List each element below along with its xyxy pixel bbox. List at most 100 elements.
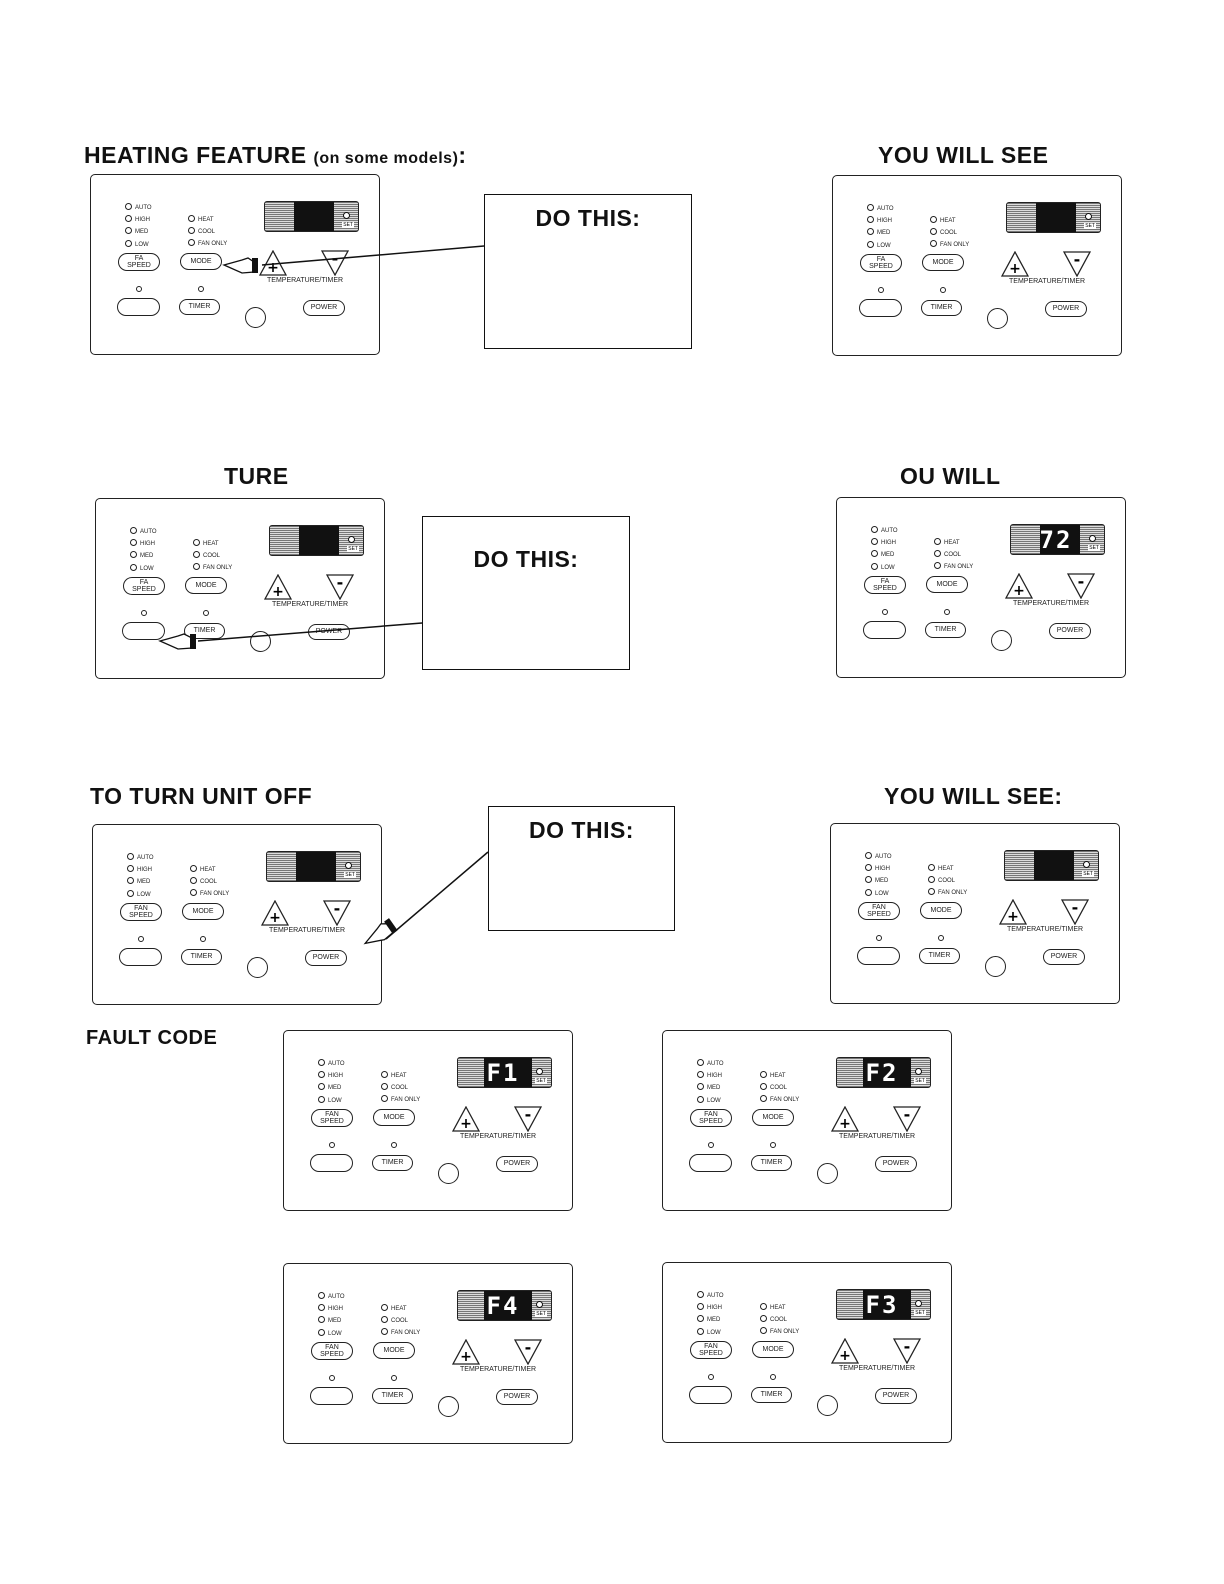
power-button[interactable]: POWER [1045, 301, 1087, 317]
round-button[interactable] [817, 1163, 838, 1184]
display-dark-area [1040, 525, 1080, 554]
round-button[interactable] [245, 307, 266, 328]
blank-button[interactable] [310, 1154, 353, 1172]
fan-speed-button[interactable]: FAN SPEED [690, 1109, 732, 1127]
blank-button[interactable] [689, 1154, 732, 1172]
fan-speed-button[interactable]: FA SPEED [864, 576, 906, 594]
timer-button[interactable]: TIMER [179, 299, 220, 315]
timer-button[interactable]: TIMER [184, 623, 225, 639]
round-button[interactable] [991, 630, 1012, 651]
power-button[interactable]: POWER [308, 624, 350, 640]
mode-button[interactable]: MODE [926, 576, 968, 593]
mode-button[interactable]: MODE [182, 903, 224, 920]
timer-button[interactable]: TIMER [925, 622, 966, 638]
power-button[interactable]: POWER [496, 1389, 538, 1405]
round-button[interactable] [985, 956, 1006, 977]
temp-down-button[interactable]: - [893, 1338, 921, 1364]
timer-button[interactable]: TIMER [751, 1155, 792, 1171]
heading-you-will-see-1: YOU WILL SEE [878, 142, 1049, 168]
power-label: POWER [312, 954, 340, 962]
timer-indicator-dot [944, 609, 950, 615]
mode-label: MODE [192, 907, 214, 915]
display-screen: SET [264, 201, 359, 232]
mode-button[interactable]: MODE [752, 1341, 794, 1358]
fan-speed-button[interactable]: FAN SPEED [311, 1109, 353, 1127]
temp-up-button[interactable]: + [452, 1339, 480, 1365]
blank-button[interactable] [122, 622, 165, 640]
blank-button[interactable] [859, 299, 902, 317]
timer-button[interactable]: TIMER [751, 1387, 792, 1403]
mode-button[interactable]: MODE [373, 1109, 415, 1126]
temp-down-button[interactable]: - [1067, 573, 1095, 599]
power-button[interactable]: POWER [303, 300, 345, 316]
timer-button[interactable]: TIMER [372, 1388, 413, 1404]
temp-up-button[interactable]: + [831, 1338, 859, 1364]
blank-button[interactable] [310, 1387, 353, 1405]
power-button[interactable]: POWER [875, 1388, 917, 1404]
led-heat: HEAT [381, 1304, 407, 1313]
fan-speed-button[interactable]: FAN SPEED [120, 903, 162, 921]
fan-speed-button[interactable]: FAN SPEED [311, 1342, 353, 1360]
mode-button[interactable]: MODE [920, 902, 962, 919]
temp-up-button-symbol: + [460, 1116, 472, 1132]
temp-down-button[interactable]: - [893, 1106, 921, 1132]
display-digits: F1 [486, 1059, 520, 1087]
temp-down-button[interactable]: - [1063, 251, 1091, 277]
power-button[interactable]: POWER [1049, 623, 1091, 639]
round-button[interactable] [438, 1396, 459, 1417]
round-button[interactable] [438, 1163, 459, 1184]
round-button[interactable] [250, 631, 271, 652]
power-button[interactable]: POWER [305, 950, 347, 966]
mode-button[interactable]: MODE [922, 254, 964, 271]
temp-up-button[interactable]: + [999, 899, 1027, 925]
power-button[interactable]: POWER [875, 1156, 917, 1172]
temp-up-button[interactable]: + [259, 250, 287, 276]
power-button[interactable]: POWER [496, 1156, 538, 1172]
display-dark-area [299, 526, 339, 555]
temp-down-button-shape [514, 1106, 542, 1132]
power-button[interactable]: POWER [1043, 949, 1085, 965]
display-digits [282, 202, 338, 231]
blank-button[interactable] [857, 947, 900, 965]
fan-speed-button[interactable]: FA SPEED [123, 577, 165, 595]
temp-up-button-shape [261, 900, 289, 926]
led-heat: HEAT [930, 216, 956, 225]
mode-button[interactable]: MODE [185, 577, 227, 594]
fan-speed-button[interactable]: FA SPEED [118, 253, 160, 271]
timer-button[interactable]: TIMER [181, 949, 222, 965]
temp-down-button[interactable]: - [321, 250, 349, 276]
mode-button[interactable]: MODE [373, 1342, 415, 1359]
temp-up-button-shape [1005, 573, 1033, 599]
round-button[interactable] [817, 1395, 838, 1416]
temp-down-button[interactable]: - [514, 1106, 542, 1132]
mode-button[interactable]: MODE [752, 1109, 794, 1126]
round-button[interactable] [247, 957, 268, 978]
temp-up-button[interactable]: + [452, 1106, 480, 1132]
temp-down-button[interactable]: - [1061, 899, 1089, 925]
temp-up-button[interactable]: + [1005, 573, 1033, 599]
blank-button[interactable] [863, 621, 906, 639]
mode-button[interactable]: MODE [180, 253, 222, 270]
temp-down-button[interactable]: - [326, 574, 354, 600]
fan-speed-button[interactable]: FA SPEED [860, 254, 902, 272]
temperature-timer-label: TEMPERATURE/TIMER [460, 1133, 537, 1140]
temp-up-button-shape [1001, 251, 1029, 277]
temp-up-button[interactable]: + [831, 1106, 859, 1132]
timer-button[interactable]: TIMER [919, 948, 960, 964]
round-button[interactable] [987, 308, 1008, 329]
mode-label: MODE [383, 1113, 405, 1121]
temp-down-button-symbol: - [904, 1106, 911, 1124]
temp-down-button[interactable]: - [514, 1339, 542, 1365]
blank-button[interactable] [689, 1386, 732, 1404]
fan-speed-button[interactable]: FAN SPEED [858, 902, 900, 920]
blank-button[interactable] [119, 948, 162, 966]
temp-up-button[interactable]: + [261, 900, 289, 926]
timer-button[interactable]: TIMER [921, 300, 962, 316]
fan-speed-button[interactable]: FAN SPEED [690, 1341, 732, 1359]
blank-button[interactable] [117, 298, 160, 316]
temp-up-button[interactable]: + [1001, 251, 1029, 277]
timer-button[interactable]: TIMER [372, 1155, 413, 1171]
temp-up-button[interactable]: + [264, 574, 292, 600]
temp-down-button[interactable]: - [323, 900, 351, 926]
